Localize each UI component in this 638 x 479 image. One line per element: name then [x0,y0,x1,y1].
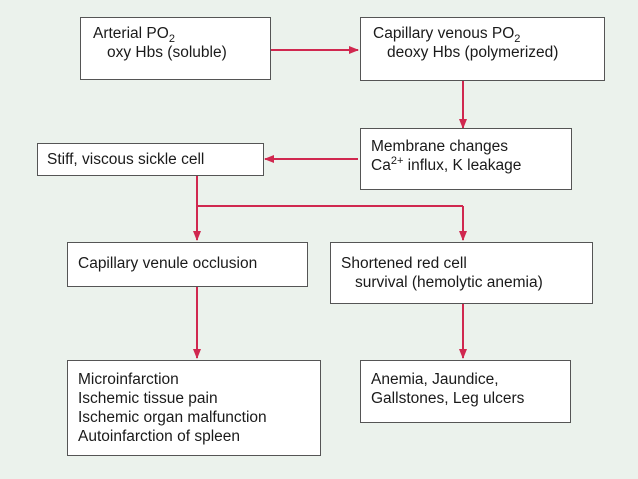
membrane-line1: Membrane changes [371,138,508,155]
calcium-charge: 2+ [390,155,404,167]
capillary-line1: Capillary venous PO2 [373,24,596,45]
membrane-line2: Ca2+ influx, K leakage [371,156,563,175]
sickle-line1: Stiff, viscous sickle cell [47,151,205,168]
arterial-po-label: Arterial PO [93,25,169,42]
arterial-line2: oxy Hbs (soluble) [107,44,227,61]
survival-line1: Shortened red cell [341,255,467,272]
occlusion-line1: Capillary venule occlusion [78,255,258,272]
arterial-box: Arterial PO2 oxy Hbs (soluble) [80,17,271,80]
survival-line2: survival (hemolytic anemia) [355,274,543,291]
anemia-line1: Anemia, Jaundice, [371,371,499,388]
anemia-line2: Gallstones, Leg ulcers [371,390,525,407]
membrane-box: Membrane changes Ca2+ influx, K leakage [360,128,572,190]
capillary-po-label: Capillary venous PO [373,25,515,42]
micro-line4: Autoinfarction of spleen [78,428,240,445]
capillary-line2: deoxy Hbs (polymerized) [387,44,559,61]
arterial-line1: Arterial PO2 [93,24,262,45]
arterial-po-subscript: 2 [168,33,175,45]
anemia-box: Anemia, Jaundice, Gallstones, Leg ulcers [360,360,571,423]
sickle-box: Stiff, viscous sickle cell [37,143,264,176]
capillary-po-subscript: 2 [514,33,521,45]
microinfarction-box: Microinfarction Ischemic tissue pain Isc… [67,360,321,456]
capillary-box: Capillary venous PO2 deoxy Hbs (polymeri… [360,17,605,81]
micro-line2: Ischemic tissue pain [78,390,218,407]
membrane-line2-rest: influx, K leakage [403,157,522,174]
survival-box: Shortened red cell survival (hemolytic a… [330,242,593,304]
occlusion-box: Capillary venule occlusion [67,242,308,287]
micro-line3: Ischemic organ malfunction [78,409,267,426]
calcium-label: Ca [371,157,391,174]
micro-line1: Microinfarction [78,371,179,388]
